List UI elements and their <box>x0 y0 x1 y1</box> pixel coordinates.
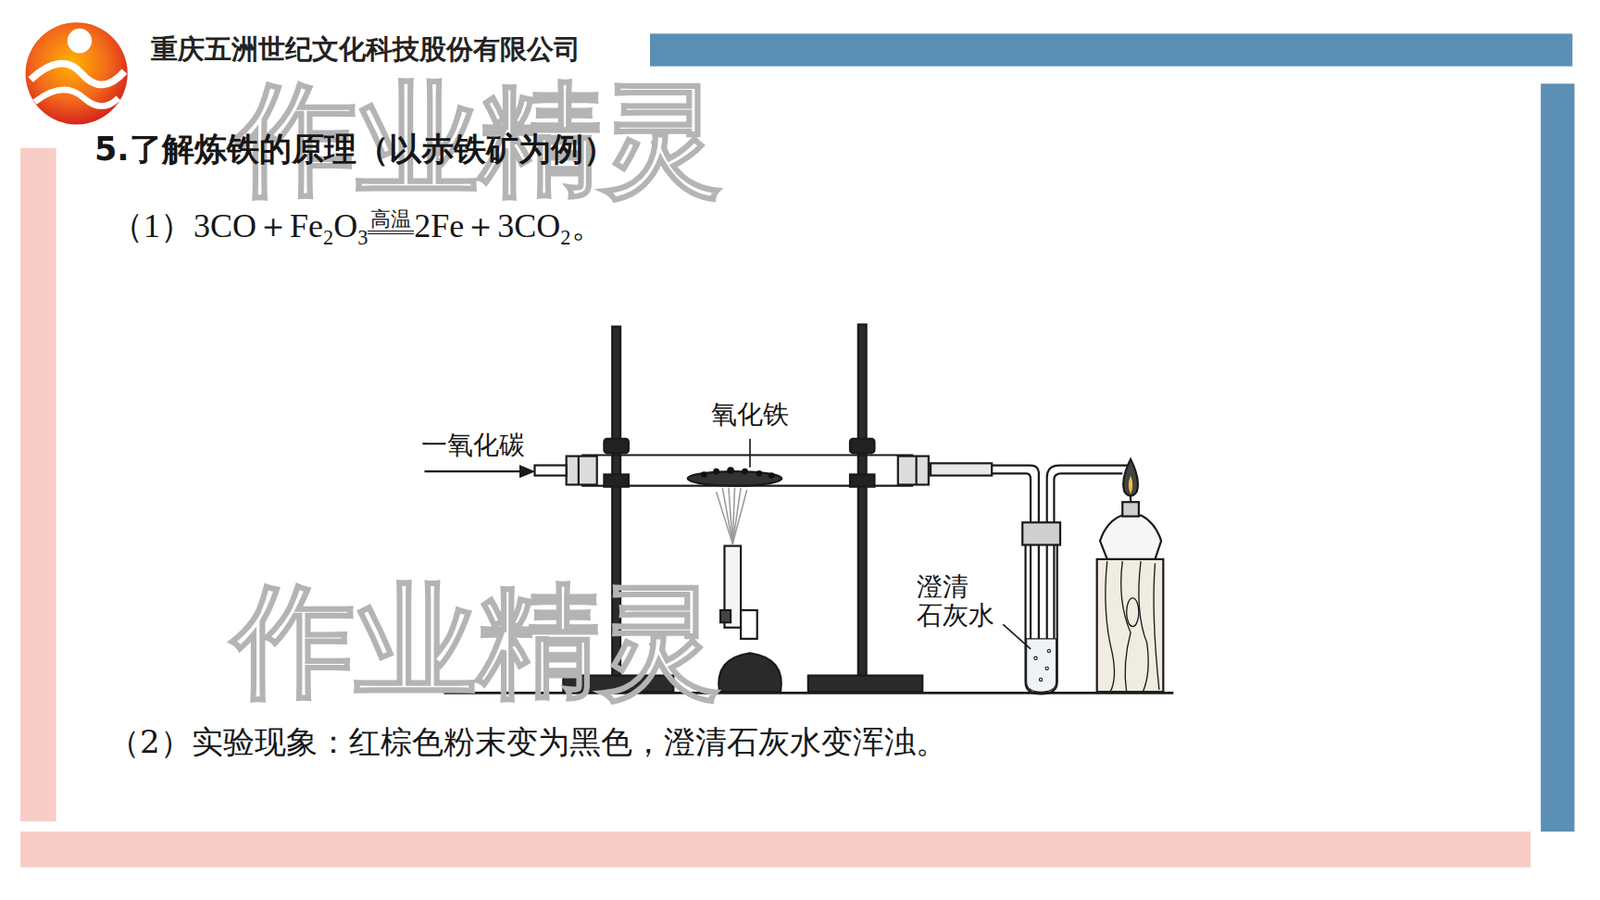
formula-part: （1）3CO＋Fe <box>110 207 324 245</box>
logo <box>25 22 128 125</box>
watermark: 作业精灵 <box>232 571 722 713</box>
part-label: 氧化铁 <box>711 400 789 430</box>
subscript: 2 <box>560 225 571 250</box>
company-name: 重庆五洲世纪文化科技股份有限公司 <box>150 34 581 65</box>
side-bar <box>1540 83 1575 832</box>
footer-bar <box>20 831 1531 868</box>
reaction-condition: 高温 <box>367 208 414 235</box>
formula-part: 。 <box>571 207 605 245</box>
part-label: 澄清 石灰水 <box>916 573 1000 631</box>
formula-part: O <box>333 207 358 245</box>
equation: （1）3CO＋Fe2O3高温2Fe＋3CO2。 <box>110 203 605 250</box>
slide-title: 5.了解炼铁的原理（以赤铁矿为例） <box>94 130 616 168</box>
side-bar <box>20 148 57 822</box>
observation-text: （2）实验现象：红棕色粉末变为黑色，澄清石灰水变浑浊。 <box>108 724 948 761</box>
subscript: 3 <box>357 225 368 250</box>
header-bar <box>650 33 1573 66</box>
subscript: 2 <box>323 225 334 250</box>
part-label: 一氧化碳 <box>421 430 525 461</box>
formula-part: 2Fe＋3CO <box>413 207 561 245</box>
